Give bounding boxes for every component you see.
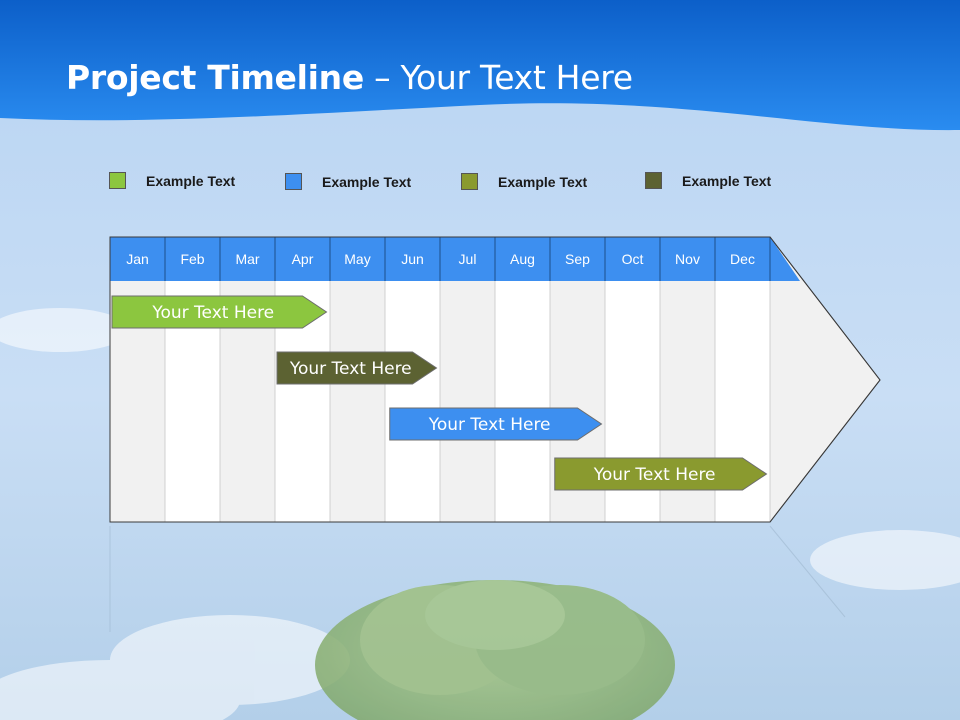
month-label: Oct [622,251,644,267]
task-bar [276,351,438,385]
task-label: Your Text Here [151,303,274,323]
legend-swatch-icon [461,173,478,190]
month-label: Nov [675,251,700,267]
reflection-line [769,525,846,618]
task-bar [111,295,328,329]
header-arrow-corner [770,237,800,281]
task-label: Your Text Here [289,359,412,379]
legend-label: Example Text [498,174,588,190]
legend-swatch-icon [645,172,662,189]
task-label: Your Text Here [428,415,551,435]
month-label: Dec [730,251,755,267]
month-column [440,281,495,522]
legend-label: Example Text [146,173,236,189]
month-label: Sep [565,251,590,267]
month-label: Apr [292,251,314,267]
task-bar [554,457,768,491]
task-bar [389,407,603,441]
month-label: May [344,251,370,267]
month-label: Mar [235,251,259,267]
legend-swatch-icon [109,172,126,189]
month-label: Jul [459,251,477,267]
cloud-icon [0,308,960,720]
month-label: Jun [401,251,424,267]
month-label: Aug [510,251,535,267]
month-column [495,281,550,522]
page-title: Project Timeline – Your Text Here [66,58,633,97]
month-label: Jan [126,251,149,267]
header-banner [0,0,960,131]
legend-label: Example Text [682,173,772,189]
tree-icon [315,580,675,720]
timeline-outline [109,236,881,523]
title-rest: – Your Text Here [363,58,633,97]
task-label: Your Text Here [593,465,716,485]
month-label: Feb [180,251,204,267]
legend-swatch-icon [285,173,302,190]
title-bold: Project Timeline [66,58,364,97]
month-column [385,281,440,522]
month-column [330,281,385,522]
legend-label: Example Text [322,174,412,190]
